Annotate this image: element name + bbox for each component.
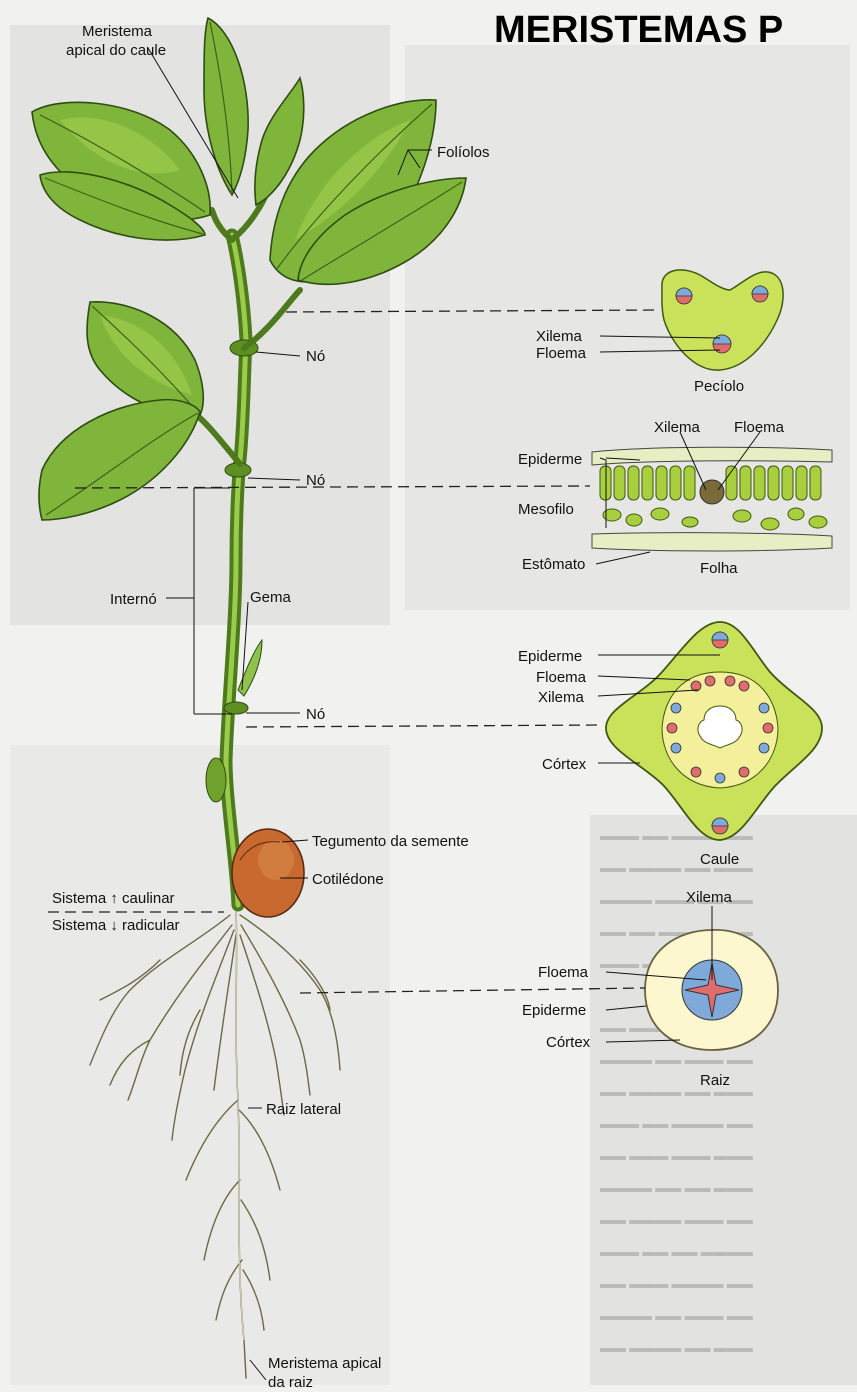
- folha-epiderme-label: Epiderme: [518, 451, 582, 468]
- label-sistema-caulinar: Sistema ↑ caulinar: [52, 890, 175, 907]
- peciolo-caption: Pecíolo: [694, 378, 744, 395]
- svg-text:▬▬▬▬ ▬▬ ▬▬▬ ▬▬: ▬▬▬▬ ▬▬ ▬▬▬ ▬▬: [600, 1308, 753, 1323]
- peciolo-floema-label: Floema: [536, 345, 587, 362]
- node-lower: [224, 702, 248, 714]
- raiz-cortex-label: Córtex: [546, 1034, 591, 1051]
- svg-text:▬▬▬▬ ▬▬ ▬▬ ▬▬▬: ▬▬▬▬ ▬▬ ▬▬ ▬▬▬: [600, 1180, 753, 1195]
- hypocotyl-bulge: [206, 758, 226, 802]
- raiz-floema-label: Floema: [538, 964, 589, 981]
- caule-floema-label: Floema: [536, 669, 587, 686]
- label-no-3: Nó: [306, 706, 325, 723]
- folha-caption: Folha: [700, 560, 738, 577]
- caule-cortex-label: Córtex: [542, 756, 587, 773]
- peciolo-xilema-label: Xilema: [536, 328, 583, 345]
- svg-text:▬▬▬ ▬▬ ▬▬▬▬ ▬▬: ▬▬▬ ▬▬ ▬▬▬▬ ▬▬: [600, 1116, 753, 1131]
- folha-estomato-label: Estômato: [522, 556, 585, 573]
- label-meristema-caule-1: Meristema: [82, 23, 153, 40]
- label-foliolos: Folíolos: [437, 144, 490, 161]
- raiz-epiderme-label: Epiderme: [522, 1002, 586, 1019]
- label-no-1: Nó: [306, 348, 325, 365]
- svg-text:▬▬ ▬▬▬ ▬▬▬▬ ▬▬: ▬▬ ▬▬▬ ▬▬▬▬ ▬▬: [600, 1276, 753, 1291]
- svg-text:▬▬ ▬▬▬▬ ▬▬▬ ▬▬: ▬▬ ▬▬▬▬ ▬▬▬ ▬▬: [600, 1212, 753, 1227]
- label-cotiledone: Cotilédone: [312, 871, 384, 888]
- caule-epiderme-label: Epiderme: [518, 648, 582, 665]
- label-interno: Internó: [110, 591, 157, 608]
- raiz-caption: Raiz: [700, 1072, 730, 1089]
- svg-text:▬▬ ▬▬▬ ▬▬▬ ▬▬▬: ▬▬ ▬▬▬ ▬▬▬ ▬▬▬: [600, 1148, 753, 1163]
- svg-text:▬▬▬▬ ▬▬ ▬▬▬ ▬▬: ▬▬▬▬ ▬▬ ▬▬▬ ▬▬: [600, 1052, 753, 1067]
- label-gema: Gema: [250, 589, 292, 606]
- folha-floema-label: Floema: [734, 419, 785, 436]
- label-tegumento: Tegumento da semente: [312, 833, 469, 850]
- svg-text:▬▬ ▬▬▬▬ ▬▬ ▬▬▬: ▬▬ ▬▬▬▬ ▬▬ ▬▬▬: [600, 1340, 753, 1355]
- seed: [232, 829, 304, 917]
- svg-text:▬▬▬ ▬▬ ▬▬ ▬▬▬▬: ▬▬▬ ▬▬ ▬▬ ▬▬▬▬: [600, 1244, 753, 1259]
- caule-xilema-label: Xilema: [538, 689, 585, 706]
- folha-xilema-label: Xilema: [654, 419, 701, 436]
- label-meristema-raiz-1: Meristema apical: [268, 1355, 381, 1372]
- page-title: MERISTEMAS P: [494, 9, 783, 51]
- caule-caption: Caule: [700, 851, 739, 868]
- label-meristema-raiz-2: da raiz: [268, 1374, 313, 1391]
- folha-mesofilo-label: Mesofilo: [518, 501, 574, 518]
- label-meristema-caule-2: apical do caule: [66, 42, 166, 59]
- label-no-2: Nó: [306, 472, 325, 489]
- label-sistema-radicular: Sistema ↓ radicular: [52, 917, 180, 934]
- raiz-xilema-label: Xilema: [686, 889, 733, 906]
- label-raiz-lateral: Raiz lateral: [266, 1101, 341, 1118]
